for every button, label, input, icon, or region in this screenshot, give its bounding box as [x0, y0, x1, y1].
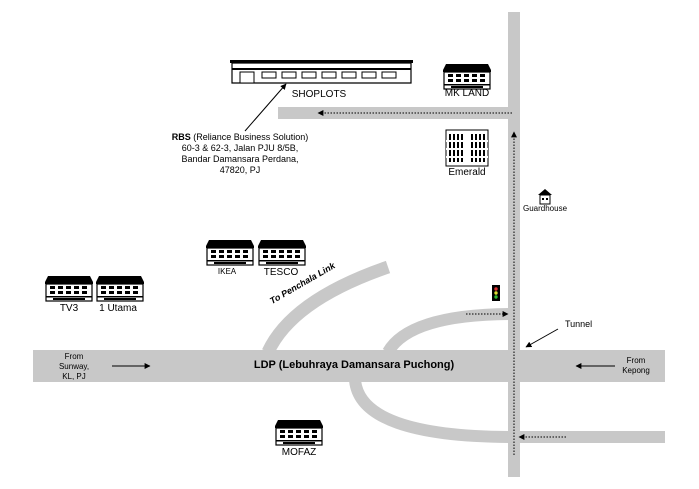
utama-building	[95, 275, 145, 302]
mofaz-label: MOFAZ	[281, 447, 317, 458]
shoplots-label: SHOPLOTS	[291, 89, 347, 100]
guardhouse-label: Guardhouse	[522, 204, 568, 213]
office-address-line-1: 60-3 & 62-3, Jalan PJU 8/5B,	[181, 143, 299, 153]
ldp-road-label: LDP (Lebuhraya Damansara Puchong)	[253, 359, 455, 371]
penchala-link-road	[262, 260, 391, 355]
traffic-light-icon	[492, 285, 500, 301]
ikea-building	[205, 239, 255, 266]
office-address-line-2: Bandar Damansara Perdana,	[181, 154, 299, 164]
tunnel-label: Tunnel	[565, 319, 593, 329]
from-east-label: From Kepong	[622, 356, 650, 375]
tv3-label: TV3	[59, 303, 79, 314]
shoplots-road	[278, 107, 520, 119]
lower-road	[516, 431, 665, 443]
mofaz-building	[274, 419, 324, 446]
ikea-label: IKEA	[217, 267, 237, 276]
office-name: RBS	[171, 132, 191, 142]
office-address-block: RBS (Reliance Business Solution) 60-3 & …	[154, 132, 326, 176]
guardhouse-icon	[538, 189, 552, 205]
shoplots-building	[230, 60, 413, 84]
office-address-line-3: 47820, PJ	[219, 165, 261, 175]
arrow-rbs-to-shoplots	[244, 83, 287, 132]
from-west-label: From Sunway, KL, PJ	[58, 352, 90, 381]
utama-label: 1 Utama	[99, 303, 137, 314]
tv3-building	[44, 275, 94, 302]
mk-land-label: MK LAND	[444, 88, 490, 99]
tesco-building	[257, 239, 307, 266]
office-full-name: (Reliance Business Solution)	[193, 132, 309, 142]
emerald-label: Emerald	[448, 167, 486, 178]
upper-ramp-road	[382, 308, 515, 356]
arrow-tunnel	[525, 328, 559, 348]
direction-arrows	[317, 110, 566, 455]
emerald-building	[445, 129, 489, 167]
tesco-label: TESCO	[263, 267, 299, 278]
mk-land-building	[442, 63, 492, 90]
lower-ramp-road	[349, 379, 515, 443]
